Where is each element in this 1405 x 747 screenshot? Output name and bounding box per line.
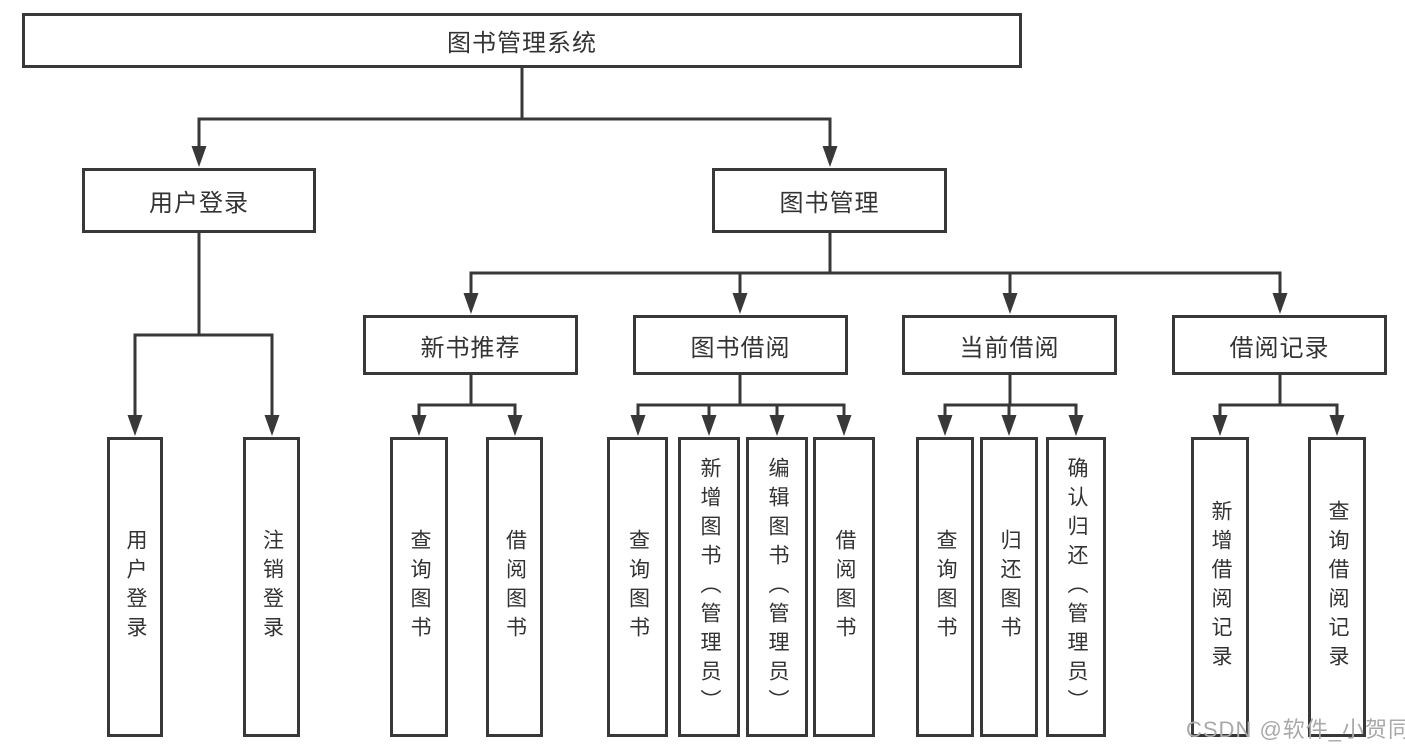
leaf-return-books: 归还图书 xyxy=(980,437,1038,737)
node-book-management: 图书管理 xyxy=(712,168,947,233)
leaf-query-borrow-record: 查询借阅记录 xyxy=(1308,437,1366,737)
connector-book-management-children xyxy=(463,233,1288,314)
leaf-query-books-recommend: 查询图书 xyxy=(390,437,448,737)
connector-borrow-records-children xyxy=(1212,375,1345,436)
node-root: 图书管理系统 xyxy=(22,13,1022,68)
leaf-borrow-books-recommend: 借阅图书 xyxy=(486,437,543,737)
leaf-add-books-admin: 新增图书（管理员） xyxy=(678,437,740,737)
connector-current-borrow-children xyxy=(937,375,1084,436)
node-user-login: 用户登录 xyxy=(82,168,316,233)
node-new-book-recommend: 新书推荐 xyxy=(363,315,578,375)
leaf-borrow-books: 借阅图书 xyxy=(813,437,875,737)
connector-root-to-level2 xyxy=(191,68,838,167)
connector-user-login-children xyxy=(127,233,280,436)
node-book-borrow: 图书借阅 xyxy=(633,315,848,375)
node-borrow-records: 借阅记录 xyxy=(1172,315,1387,375)
connector-book-borrow-children xyxy=(630,375,852,436)
leaf-query-books-borrow: 查询图书 xyxy=(607,437,668,737)
connector-new-book-children xyxy=(411,375,523,436)
watermark: CSDN @软件_小贺同学 xyxy=(1186,717,1405,742)
node-current-borrow: 当前借阅 xyxy=(902,315,1117,375)
leaf-edit-books-admin: 编辑图书（管理员） xyxy=(746,437,808,737)
leaf-query-books-current: 查询图书 xyxy=(916,437,974,737)
leaf-user-login: 用户登录 xyxy=(107,437,163,737)
leaf-confirm-return-admin: 确认归还（管理员） xyxy=(1046,437,1106,737)
leaf-logout: 注销登录 xyxy=(243,437,300,737)
leaf-add-borrow-record: 新增借阅记录 xyxy=(1191,437,1249,737)
